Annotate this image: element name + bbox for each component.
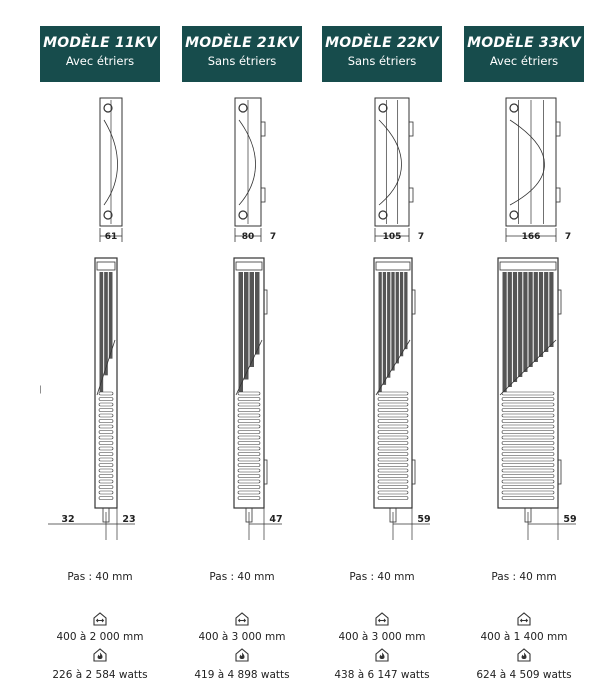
valve-icon (378, 103, 388, 113)
bracket-clip (263, 459, 268, 485)
pitch-label: Pas : 40 mm (67, 571, 133, 583)
top-dimension: 166 (522, 232, 541, 242)
section-view: 61 (99, 97, 123, 242)
flame-icon (517, 648, 531, 662)
pitch-label: Pas : 40 mm (349, 571, 415, 583)
width-range-label: 400 à 3 000 mm (338, 631, 426, 643)
height-range-label: H 300 à 900 mm (40, 296, 41, 376)
model-header: MODÈLE 11KV Avec étriers (40, 26, 160, 82)
width-arrows-icon (93, 612, 107, 626)
model-header: MODÈLE 33KV Avec étriers (464, 26, 584, 82)
model-subtitle: Avec étriers (65, 54, 135, 68)
bracket-clip (555, 121, 561, 137)
front-view: 47 (233, 257, 283, 540)
pitch-label: Pas : 40 mm (209, 571, 275, 583)
power-range-label: 624 à 4 509 watts (476, 669, 572, 681)
front-view: 59 (373, 257, 431, 540)
valve-icon (509, 210, 519, 220)
bracket-clip (408, 187, 414, 203)
front-dimension-right: 47 (269, 514, 282, 525)
front-view: 32 23 (48, 257, 136, 540)
front-dimension-right: 59 (563, 514, 576, 525)
model-header: MODÈLE 22KV Sans étriers (322, 26, 442, 82)
bracket-clip (408, 121, 414, 137)
clearance-dimension: 7 (418, 232, 424, 242)
flame-icon (235, 648, 249, 662)
model-header: MODÈLE 21KV Sans étriers (182, 26, 302, 82)
power-range-label: 419 à 4 898 watts (194, 669, 290, 681)
valve-icon (103, 103, 113, 113)
width-range-label: 400 à 3 000 mm (198, 631, 286, 643)
model-name: MODÈLE 11KV (43, 35, 157, 51)
clearance-dimension: 7 (270, 232, 276, 242)
front-view: 59 (497, 257, 577, 540)
valve-icon (238, 210, 248, 220)
pitch-label: Pas : 40 mm (491, 571, 557, 583)
top-dimension: 80 (242, 232, 255, 242)
radiator-diagram: 105759H 300 à 900 mm (373, 97, 431, 540)
radiator-diagram: 166759H 300 à 900 mm (497, 97, 577, 540)
bracket-clip (557, 459, 562, 485)
width-arrows-icon (517, 612, 531, 626)
front-dimension-right: 59 (417, 514, 430, 525)
model-name: MODÈLE 21KV (185, 35, 299, 51)
model-subtitle: Sans étriers (207, 54, 277, 68)
bracket-clip (555, 187, 561, 203)
front-dimension-left: 32 (61, 514, 74, 525)
width-range-label: 400 à 2 000 mm (56, 631, 144, 643)
power-range-label: 226 à 2 584 watts (52, 669, 148, 681)
flame-icon (93, 648, 107, 662)
section-view: 80 7 (234, 97, 276, 242)
radiator-diagram: 80747H 400 à 900 mm (233, 97, 283, 540)
bracket-clip (263, 289, 268, 315)
footer-icons (235, 612, 249, 662)
footer-icons (93, 612, 107, 662)
section-view: 105 7 (374, 97, 424, 242)
model-name: MODÈLE 22KV (325, 35, 439, 51)
width-range-label: 400 à 1 400 mm (480, 631, 568, 643)
footer-icons (517, 612, 531, 662)
bracket-clip (260, 121, 266, 137)
radiator-diagram: 61 32 23 H 300 à 900 mm (40, 97, 136, 540)
power-range-label: 438 à 6 147 watts (334, 669, 430, 681)
clearance-dimension: 7 (565, 232, 571, 242)
front-dimension-right: 23 (122, 514, 135, 525)
valve-icon (238, 103, 248, 113)
top-dimension: 105 (383, 232, 402, 242)
flame-icon (375, 648, 389, 662)
bracket-clip (557, 289, 562, 315)
valve-icon (103, 210, 113, 220)
valve-icon (378, 210, 388, 220)
width-arrows-icon (235, 612, 249, 626)
model-column: MODÈLE 11KV Avec étriers 61 32 23 H 300 à 900… (40, 0, 180, 692)
width-arrows-icon (375, 612, 389, 626)
bracket-clip (260, 187, 266, 203)
footer-icons (375, 612, 389, 662)
top-dimension: 61 (105, 232, 118, 242)
bracket-clip (411, 459, 416, 485)
model-name: MODÈLE 33KV (467, 35, 581, 51)
bracket-clip (411, 289, 416, 315)
model-subtitle: Sans étriers (347, 54, 417, 68)
model-subtitle: Avec étriers (489, 54, 559, 68)
valve-icon (509, 103, 519, 113)
